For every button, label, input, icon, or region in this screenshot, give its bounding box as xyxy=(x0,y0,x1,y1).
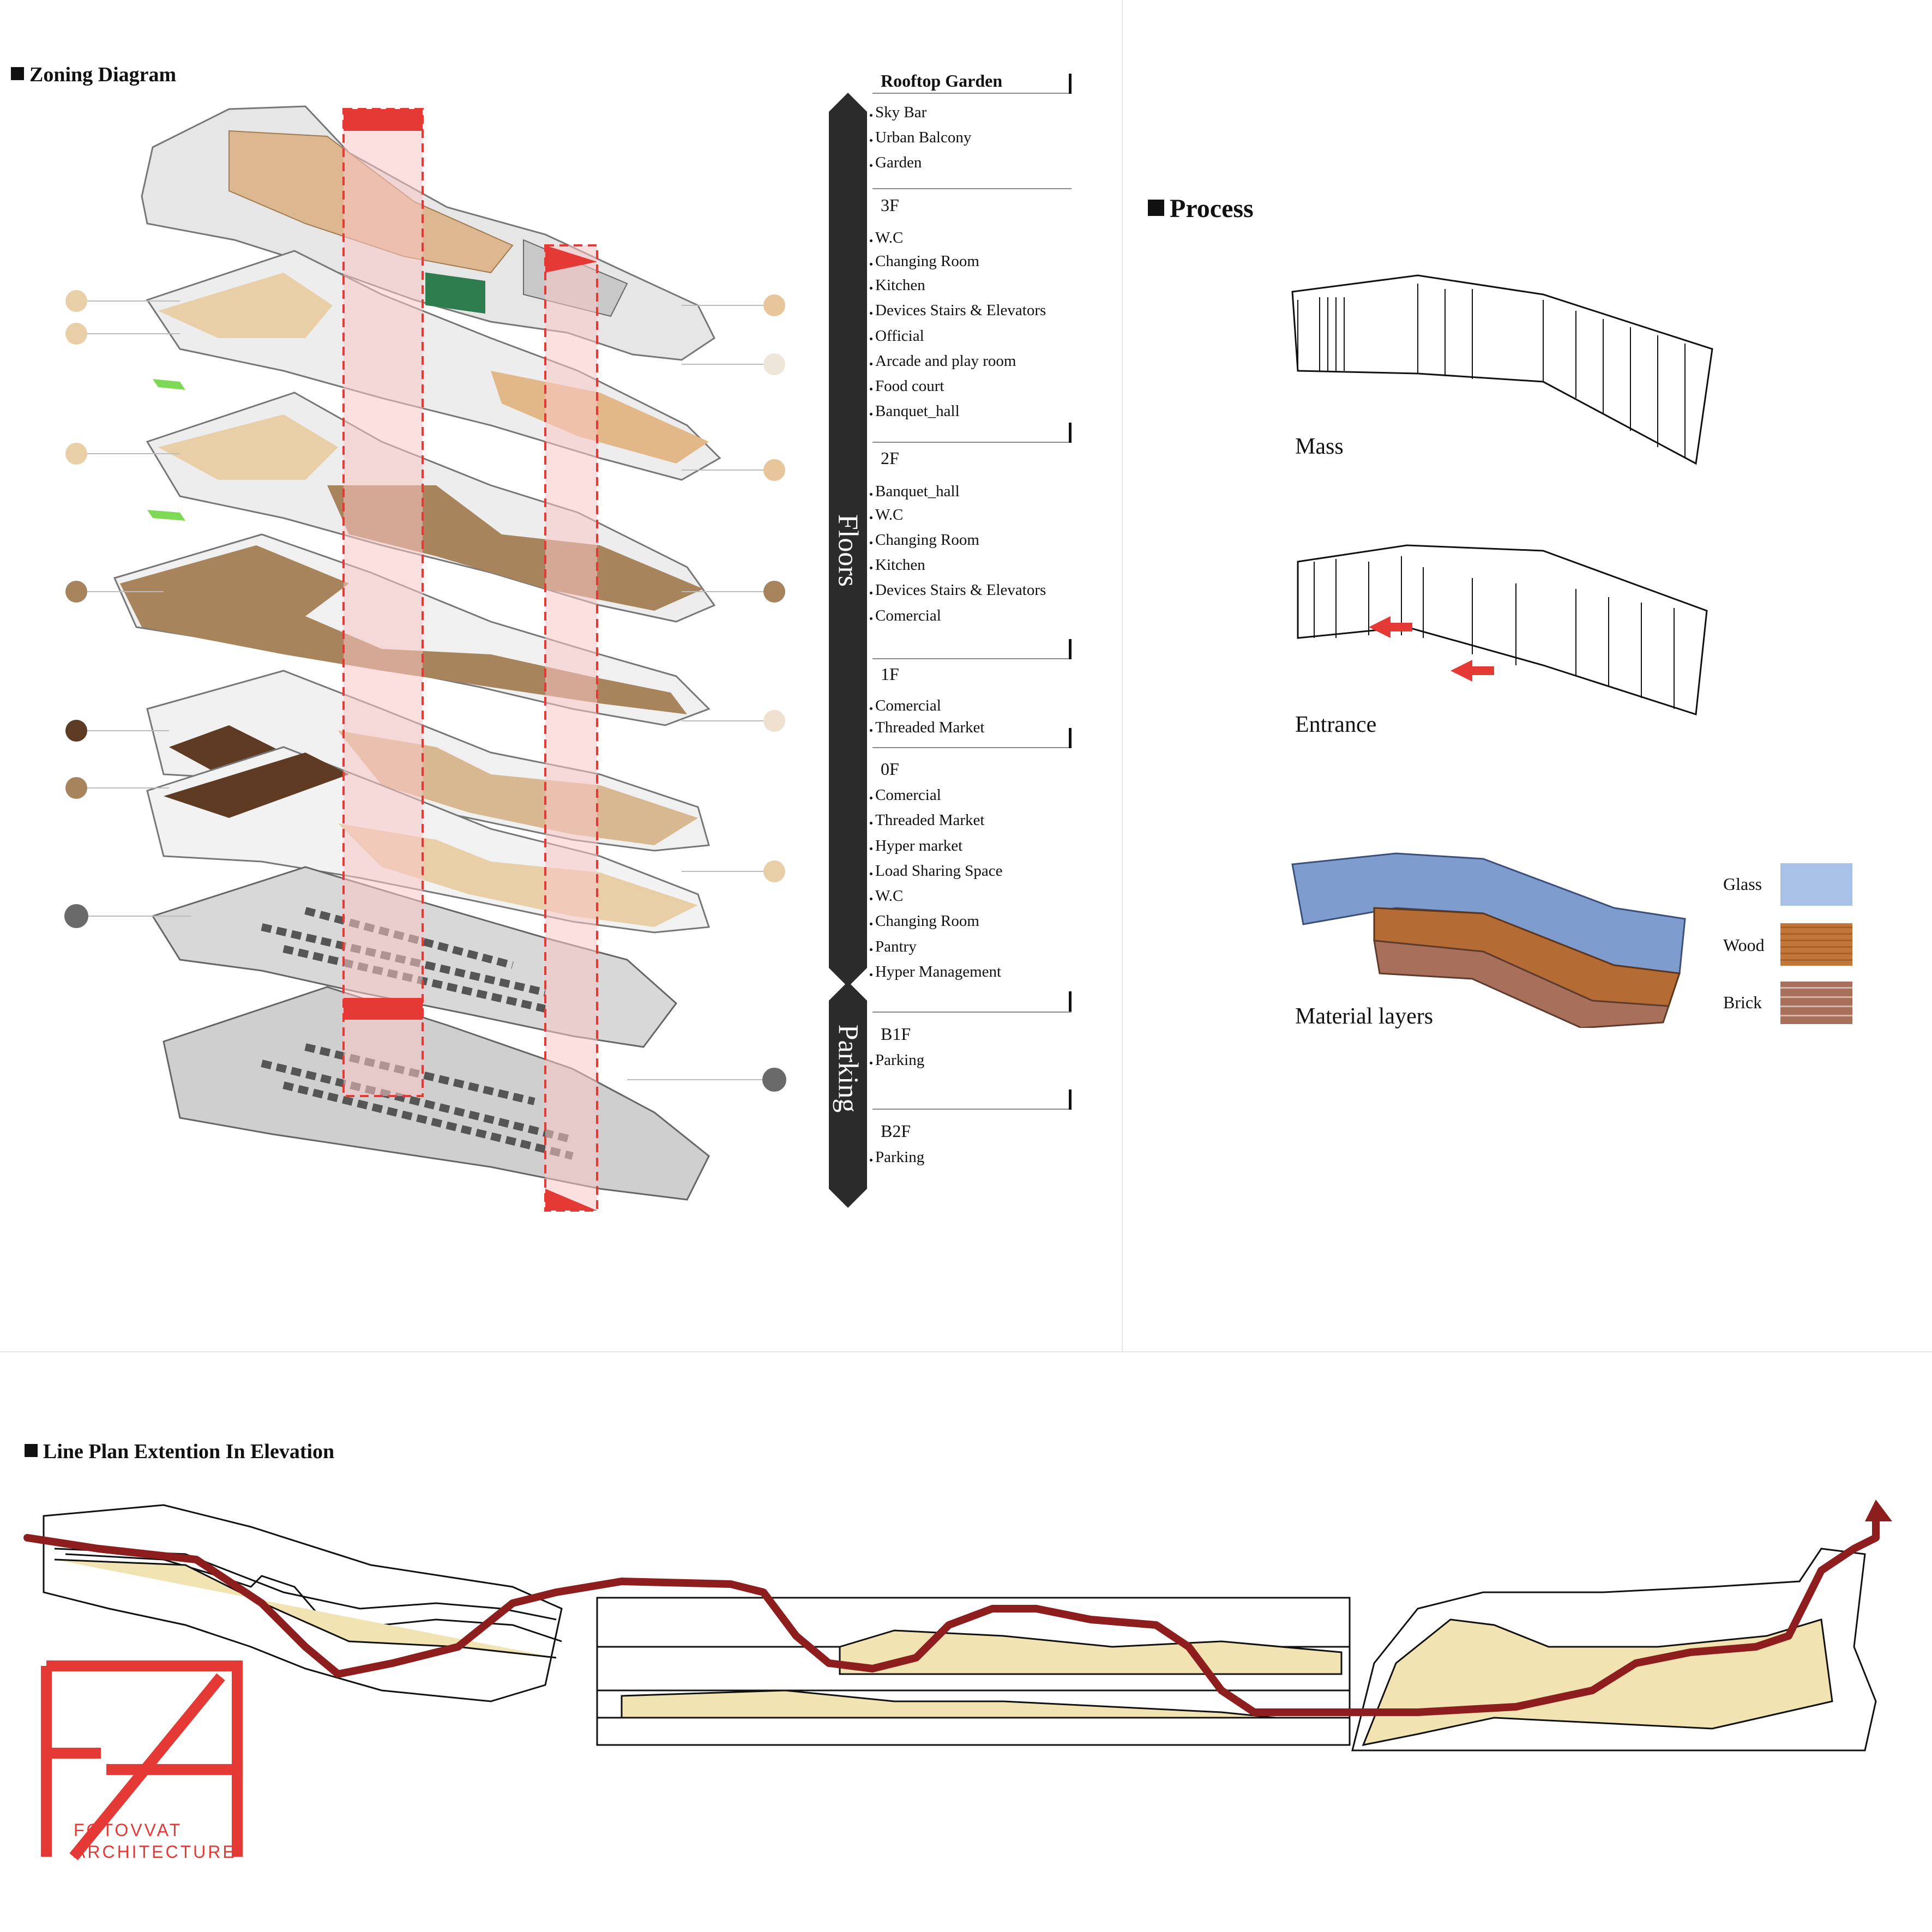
logo-line2: ARCHITECTURE xyxy=(74,1842,237,1862)
material-swatch-wood xyxy=(1780,923,1852,966)
elevation-middle-block xyxy=(596,1597,1351,1746)
floor-tick xyxy=(1069,423,1072,443)
floor-tick xyxy=(1069,1090,1072,1110)
floor-divider xyxy=(872,93,1072,94)
left-legend-icons xyxy=(64,290,88,928)
floors-band xyxy=(829,93,867,1208)
floor-item: Garden xyxy=(869,154,922,171)
right-icon-leaders xyxy=(627,305,763,1080)
floor-heading-2f: 2F xyxy=(881,448,899,468)
vertical-core-right xyxy=(544,244,598,1212)
entrance-sketch xyxy=(1297,544,1708,715)
floor-tick xyxy=(1069,728,1072,748)
floor-tick xyxy=(1069,74,1072,94)
floor-item: Urban Balcony xyxy=(869,129,972,146)
process-step-entrance: Entrance xyxy=(1295,712,1377,737)
floor-item: W.C xyxy=(869,506,904,523)
material-swatch-brick xyxy=(1780,982,1852,1024)
floor-item: Parking xyxy=(869,1051,925,1069)
floor-item: Banquet_hall xyxy=(870,483,960,500)
floor-divider xyxy=(872,1012,1072,1013)
floor-item: Changing Room xyxy=(870,252,979,270)
floor-item: Arcade and play room xyxy=(869,352,1016,370)
floor-heading-1f: 1F xyxy=(881,664,899,684)
circulation-route-line xyxy=(23,1512,1880,1716)
floor-item: W.C xyxy=(869,887,904,905)
zoning-title-text: Zoning Diagram xyxy=(29,63,177,86)
exploded-axonometric xyxy=(64,105,786,1212)
mass-sketch xyxy=(1291,274,1713,465)
elevation-sketch xyxy=(23,1500,1892,1752)
floor-divider xyxy=(872,747,1072,748)
floor-heading-b2f: B2F xyxy=(881,1121,911,1141)
process-title-text: Process xyxy=(1170,194,1254,223)
material-label-wood: Wood xyxy=(1723,935,1765,955)
process-step-mass: Mass xyxy=(1295,434,1344,459)
material-label-glass: Glass xyxy=(1723,874,1762,894)
horizontal-divider xyxy=(0,1351,1932,1352)
elevation-title: Line Plan Extention In Elevation xyxy=(25,1440,334,1464)
band-parking-label: Parking xyxy=(832,1024,864,1113)
material-label-brick: Brick xyxy=(1723,992,1762,1012)
floor-item: Parking xyxy=(869,1148,925,1166)
floor-item: Banquet_hall xyxy=(870,402,960,420)
floor-item: Kitchen xyxy=(870,556,925,574)
floor-divider xyxy=(872,442,1072,443)
floor-item: Comercial xyxy=(870,786,941,804)
process-title: Process xyxy=(1148,194,1254,224)
floor-item: Devices Stairs & Elevators xyxy=(869,581,1046,599)
route-arrow-icon xyxy=(1865,1500,1892,1521)
zoning-title: Zoning Diagram xyxy=(11,63,176,87)
floor-item: Pantry xyxy=(870,938,917,955)
floor-item: Kitchen xyxy=(870,276,925,294)
material-layers-model xyxy=(1291,852,1686,1028)
floor-divider xyxy=(872,188,1072,189)
floor-divider xyxy=(872,1109,1072,1110)
band-floors-label: Floors xyxy=(832,514,864,587)
floor-item: W.C xyxy=(869,229,904,246)
floor-heading-0f: 0F xyxy=(881,759,899,779)
right-legend-icons xyxy=(762,294,786,1092)
fotovvat-logo-mark xyxy=(41,1660,243,1861)
floor-item: Sky Bar xyxy=(869,104,927,121)
vertical-divider xyxy=(1122,0,1123,1352)
floor-item: Devices Stairs & Elevators xyxy=(869,302,1046,319)
square-bullet-icon xyxy=(11,67,24,80)
floor-item: Threaded Market xyxy=(869,811,985,829)
floor-item: Food court xyxy=(869,377,944,395)
floor-tick xyxy=(1069,991,1072,1012)
logo-line1: FOTOVVAT xyxy=(74,1820,183,1840)
elevation-right-block xyxy=(1351,1548,1877,1752)
floor-item: Comercial xyxy=(870,607,941,624)
floor-item: Changing Room xyxy=(870,912,979,930)
floor-heading-rooftop: Rooftop Garden xyxy=(881,71,1003,91)
floor-item: Hyper market xyxy=(869,837,963,854)
left-icon-leaders xyxy=(87,300,191,917)
floor-tick xyxy=(1069,639,1072,659)
floor-item: Official xyxy=(870,327,924,345)
floor-heading-3f: 3F xyxy=(881,195,899,215)
floor-item: Hyper Management xyxy=(869,963,1002,980)
floor-item: Comercial xyxy=(870,697,941,714)
elevation-title-text: Line Plan Extention In Elevation xyxy=(43,1440,335,1463)
material-swatch-glass xyxy=(1780,863,1852,906)
floor-divider xyxy=(872,658,1072,659)
square-bullet-icon xyxy=(1148,200,1164,216)
floor-item: Changing Room xyxy=(870,531,979,549)
floor-heading-b1f: B1F xyxy=(881,1024,911,1044)
floor-item: Load Sharing Space xyxy=(870,862,1003,880)
square-bullet-icon xyxy=(25,1444,38,1457)
process-step-material-layers: Material layers xyxy=(1295,1004,1434,1029)
vertical-core-left xyxy=(342,108,424,1097)
floor-item: Threaded Market xyxy=(869,719,985,736)
